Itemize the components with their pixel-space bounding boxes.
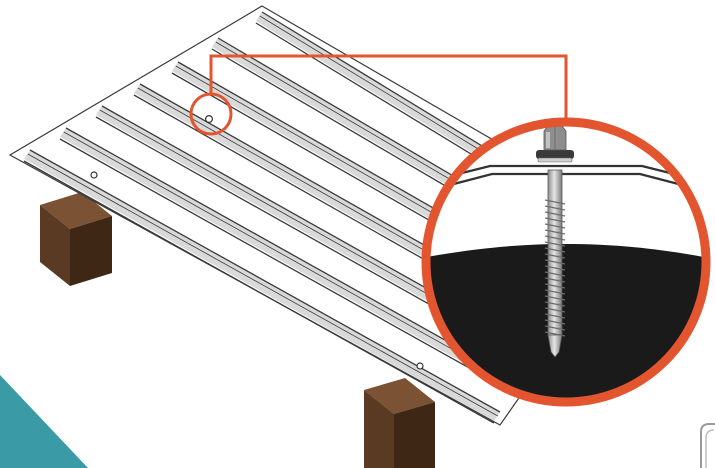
- thread-line: [544, 289, 566, 295]
- thread-line: [544, 247, 566, 253]
- callout-connector-line: [209, 54, 568, 123]
- thread-line: [544, 325, 566, 331]
- thread-line: [544, 283, 566, 289]
- timber-purlin-right: [364, 378, 435, 468]
- thread-line: [544, 199, 566, 205]
- callout-ring: [421, 117, 711, 407]
- screw-drill-tip: [547, 334, 563, 358]
- thread-line: [544, 253, 566, 259]
- thread-line: [544, 223, 566, 229]
- washer-flange: [537, 157, 573, 163]
- thread-line: [544, 235, 566, 241]
- thread-line: [544, 265, 566, 271]
- fastener-hole: [90, 171, 98, 179]
- timber-purlin-left: [40, 192, 112, 286]
- thread-line: [544, 211, 566, 217]
- thread-line: [544, 295, 566, 301]
- thread-line: [544, 259, 566, 265]
- thread-line: [544, 241, 566, 247]
- thread-line: [544, 301, 566, 307]
- thread-line: [544, 217, 566, 223]
- thread-line: [544, 271, 566, 277]
- thread-line: [544, 319, 566, 325]
- corner-badge-icon: [700, 423, 715, 468]
- magnifier-callout: [421, 117, 711, 407]
- timber-purlins: [40, 192, 435, 468]
- self-drilling-screw: [536, 124, 574, 358]
- sealing-washer: [536, 150, 574, 159]
- fastener-hole: [205, 114, 214, 123]
- thread-line: [544, 307, 566, 313]
- screw-threads: [544, 199, 566, 337]
- fastener-holes: [90, 114, 424, 370]
- thread-line: [544, 229, 566, 235]
- thread-line: [544, 205, 566, 211]
- fastener-hole: [416, 362, 424, 370]
- thread-line: [544, 277, 566, 283]
- corner-accent-shape: [0, 375, 88, 468]
- thread-line: [544, 313, 566, 319]
